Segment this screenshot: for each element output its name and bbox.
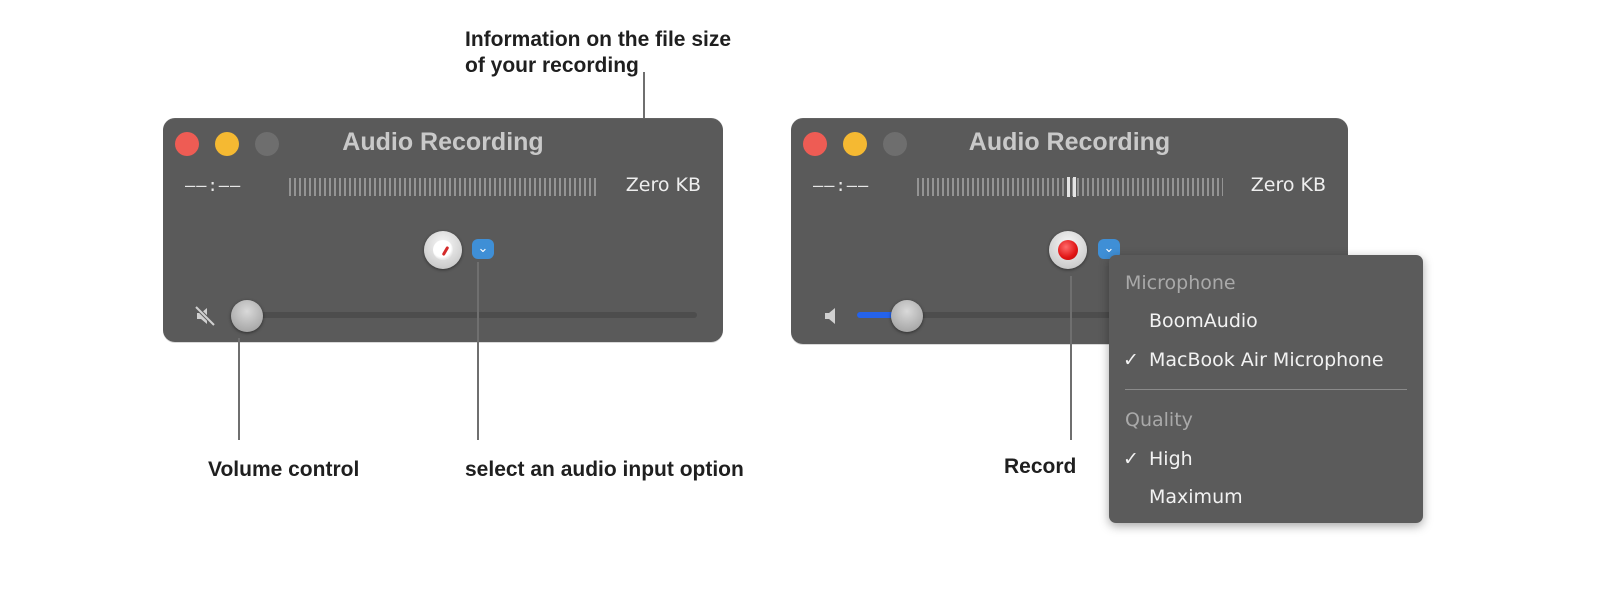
speaker-icon[interactable] — [819, 302, 847, 330]
audio-recording-window-menu-open: Audio Recording ––:–– Zero KB ⌄ — [791, 118, 1348, 344]
volume-slider-knob[interactable] — [891, 300, 923, 332]
callout-file-size-line2: of your recording — [465, 54, 639, 77]
menu-header-microphone: Microphone — [1125, 272, 1236, 294]
volume-slider-fill — [857, 312, 896, 318]
menu-item-label: BoomAudio — [1149, 310, 1258, 332]
audio-recording-window-idle: Audio Recording ––:–– Zero KB ⌄ — [163, 118, 723, 342]
close-window-button[interactable] — [803, 132, 827, 156]
checkmark-icon: ✓ — [1123, 448, 1139, 470]
menu-item-label: High — [1149, 448, 1193, 470]
audio-level-meter — [289, 178, 597, 196]
zoom-window-button[interactable] — [883, 132, 907, 156]
record-button[interactable] — [424, 231, 462, 269]
window-title: Audio Recording — [342, 128, 544, 156]
leader-audio-input — [477, 262, 479, 440]
audio-input-menu: Microphone BoomAudio ✓ MacBook Air Micro… — [1109, 255, 1423, 523]
menu-item-boomaudio[interactable]: BoomAudio — [1123, 305, 1413, 337]
audio-level-meter — [917, 177, 1223, 197]
close-window-button[interactable] — [175, 132, 199, 156]
menu-item-macbook-air-microphone[interactable]: ✓ MacBook Air Microphone — [1123, 344, 1413, 376]
volume-slider-knob[interactable] — [231, 300, 263, 332]
menu-item-quality-high[interactable]: ✓ High — [1123, 443, 1413, 475]
record-icon — [1058, 240, 1078, 260]
file-size-readout: Zero KB — [625, 174, 701, 196]
menu-item-quality-maximum[interactable]: Maximum — [1123, 481, 1413, 513]
level-peak-tick — [1073, 177, 1076, 197]
speaker-muted-icon[interactable] — [191, 302, 219, 330]
input-options-chevron-icon[interactable]: ⌄ — [1098, 239, 1120, 259]
checkmark-icon: ✓ — [1123, 349, 1139, 371]
volume-slider-track[interactable] — [857, 312, 1117, 318]
leader-record — [1070, 276, 1072, 440]
menu-item-label: Maximum — [1149, 486, 1243, 508]
volume-slider-track[interactable] — [235, 312, 697, 318]
callout-file-size: Information on the file size of your rec… — [465, 27, 731, 79]
callout-record: Record — [1004, 455, 1077, 478]
file-size-readout: Zero KB — [1250, 174, 1326, 196]
minimize-window-button[interactable] — [843, 132, 867, 156]
record-button[interactable] — [1049, 231, 1087, 269]
menu-separator — [1125, 389, 1407, 390]
elapsed-time: ––:–– — [813, 176, 870, 196]
callout-volume-control: Volume control — [208, 458, 360, 481]
minimize-window-button[interactable] — [215, 132, 239, 156]
callout-audio-input: select an audio input option — [465, 458, 744, 481]
elapsed-time: ––:–– — [185, 176, 242, 196]
callout-file-size-line1: Information on the file size — [465, 28, 732, 51]
record-icon — [433, 240, 453, 260]
level-peak-tick — [1067, 177, 1070, 197]
window-title: Audio Recording — [968, 128, 1171, 156]
input-options-chevron-icon[interactable]: ⌄ — [472, 239, 494, 259]
leader-volume-control — [238, 338, 240, 440]
menu-header-quality: Quality — [1125, 409, 1193, 431]
zoom-window-button[interactable] — [255, 132, 279, 156]
menu-item-label: MacBook Air Microphone — [1149, 349, 1384, 371]
